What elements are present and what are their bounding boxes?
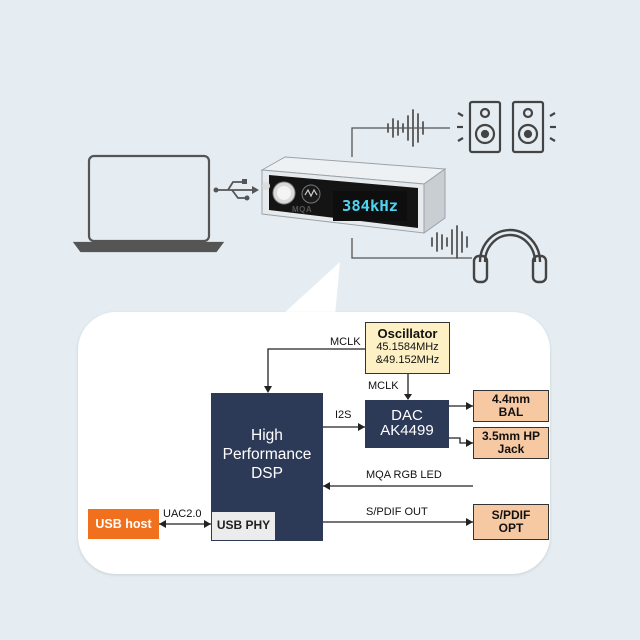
oscillator-freq: 45.1584MHz [376,341,439,353]
laptop-icon [72,154,225,253]
spdif-out-label: S/PDIF OUT [366,506,428,518]
output-label: BAL [498,405,524,419]
speaker-icon [511,100,556,154]
sound-wave-icon [431,225,468,259]
dac-device-icon [260,156,447,234]
oscillator-freq: &49.152MHz [375,354,440,366]
mclk-label: MCLK [330,336,361,348]
uac-label: UAC2.0 [163,508,202,520]
oscillator-title: Oscillator [377,326,438,341]
mqa-rgb-led-label: MQA RGB LED [366,469,442,481]
output-label: Jack [497,442,525,456]
output-label: 4.4mm [491,392,531,406]
bubble-pointer [282,262,340,315]
output-label: 3.5mm HP [481,429,541,443]
output-label: OPT [498,521,524,535]
sound-wave-icon [387,109,424,147]
dac-label: DAC [391,407,423,424]
dsp-label-line: High [251,427,283,444]
output-label: S/PDIF [491,508,531,522]
output-opt-block: S/PDIF OPT [473,504,549,540]
dsp-label-line: Performance [222,446,312,463]
dsp-label-line: DSP [251,465,283,482]
output-bal-block: 4.4mm BAL [473,390,549,422]
usb-phy-block: USB PHY [211,511,276,541]
mqa-logo: MQA [292,205,313,214]
display-frequency: 384kHz [342,197,398,215]
oscillator-block: Oscillator 45.1584MHz &49.152MHz [365,322,450,374]
dac-block: DAC AK4499 [365,400,449,448]
speaker-icon [457,100,502,154]
dac-chip-label: AK4499 [380,422,434,439]
usb-icon [213,179,259,201]
headphones-icon [472,228,548,284]
i2s-label: I2S [335,409,352,421]
headphone-line [351,238,472,259]
usb-host-block: USB host [88,509,159,539]
mclk-label: MCLK [368,380,399,392]
output-hp-block: 3.5mm HP Jack [473,427,549,459]
